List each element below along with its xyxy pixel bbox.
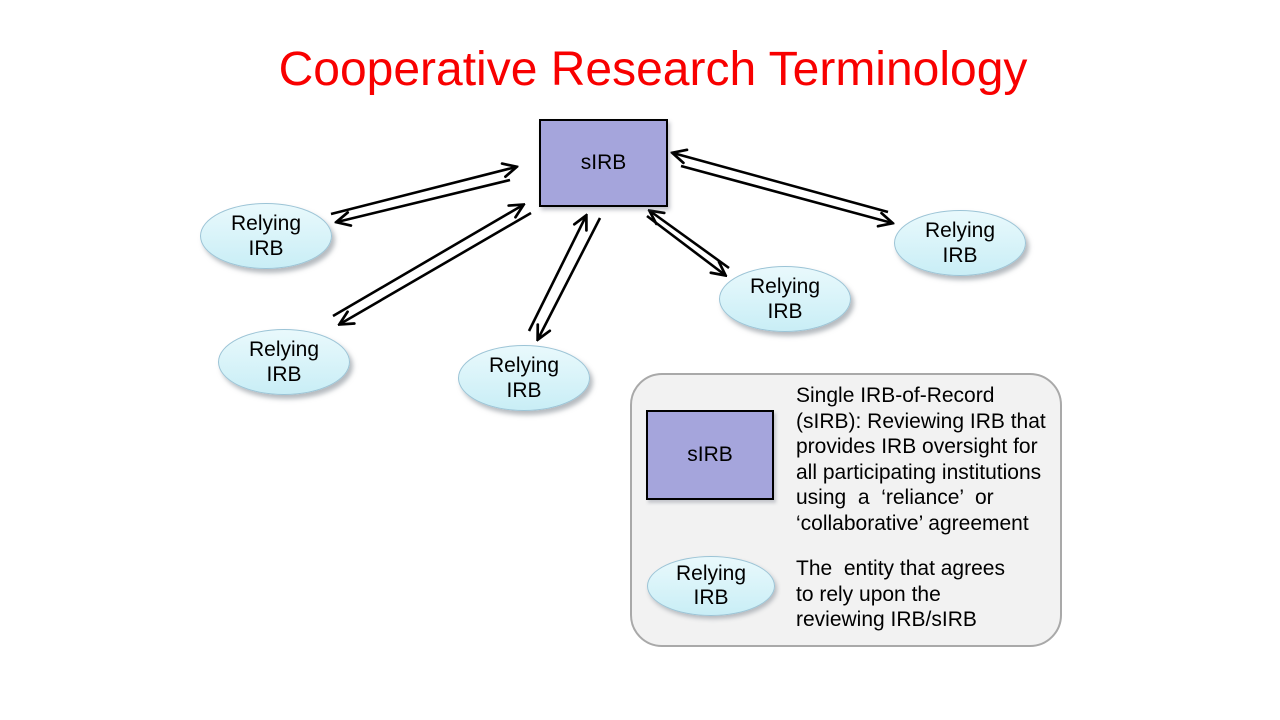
relying-definition-line: The entity that agrees <box>796 557 1005 580</box>
sirb-definition-line: provides IRB oversight for <box>796 435 1038 459</box>
edge-relying1-to-sirb <box>330 167 516 216</box>
sirb-definition-line: Single IRB-of-Record <box>796 384 995 407</box>
relying-irb-label: Relying IRB <box>488 354 560 402</box>
sirb-definition-line: (sIRB): Reviewing IRB that <box>796 409 1046 433</box>
edge-sirb-to-relying2 <box>340 211 532 324</box>
relying-irb-node-4: Relying IRB <box>719 266 851 332</box>
relying-definition-line: reviewing IRB/sIRB <box>796 608 977 632</box>
relying-definition-line: to rely upon the <box>796 582 941 606</box>
legend-relying-symbol: Relying IRB <box>647 556 775 616</box>
relying-irb-node-5: Relying IRB <box>894 210 1026 276</box>
relying-irb-label: Relying IRB <box>749 275 821 323</box>
relying-irb-node-1: Relying IRB <box>200 203 332 269</box>
sirb-node: sIRB <box>539 119 668 207</box>
edge-relying5-to-sirb <box>673 153 889 214</box>
relying-irb-node-2: Relying IRB <box>218 329 350 395</box>
legend-sirb-symbol: sIRB <box>646 410 774 500</box>
sirb-definition: Single IRB-of-Record (sIRB): Reviewing I… <box>796 383 1062 537</box>
edge-relying4-to-sirb <box>650 211 730 270</box>
edge-sirb-to-relying4 <box>646 214 725 275</box>
sirb-definition-line: using a ‘reliance’ or <box>796 486 994 510</box>
slide-title: Cooperative Research Terminology <box>278 43 1028 96</box>
edge-relying3-to-sirb <box>527 216 586 332</box>
sirb-definition-line: all participating institutions <box>796 460 1042 484</box>
sirb-node-label: sIRB <box>580 151 627 174</box>
edge-sirb-to-relying1 <box>337 178 511 222</box>
relying-irb-label: Relying IRB <box>924 219 996 267</box>
relying-irb-label: Relying IRB <box>230 212 302 260</box>
relying-irb-node-3: Relying IRB <box>458 345 590 411</box>
edge-sirb-to-relying5 <box>680 164 892 223</box>
legend-sirb-symbol-label: sIRB <box>687 443 733 466</box>
legend-relying-symbol-label: Relying IRB <box>675 562 747 609</box>
relying-irb-label: Relying IRB <box>248 338 320 386</box>
relying-definition: The entity that agrees to rely upon the … <box>796 556 1062 633</box>
legend-box: sIRB Single IRB-of-Record (sIRB): Review… <box>630 373 1062 647</box>
sirb-definition-line: ‘collaborative’ agreement <box>796 511 1029 535</box>
edge-relying2-to-sirb <box>332 205 523 318</box>
edge-sirb-to-relying3 <box>538 217 602 339</box>
